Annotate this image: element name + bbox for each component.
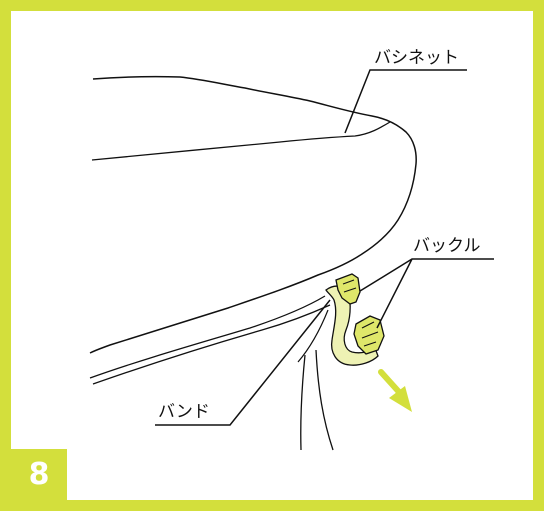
step-number-badge: 8 <box>11 449 67 500</box>
band-leader-line <box>155 299 331 426</box>
bassinet-rim-line <box>91 121 391 161</box>
bassinet-base-line-2 <box>92 304 331 385</box>
buckle-upper <box>335 273 361 305</box>
bassinet-body <box>89 75 417 354</box>
label-buckle: バックル <box>413 236 481 256</box>
stand-line-2 <box>315 349 334 451</box>
stand-inner-line <box>297 309 329 363</box>
buckle-lower-detail <box>361 321 379 347</box>
bassinet-base-line <box>89 295 326 379</box>
buckle-upper-detail <box>342 279 357 293</box>
label-band: バンド <box>158 402 210 422</box>
bassinet-leader-line <box>344 69 467 134</box>
label-bassinet: バシネット <box>374 48 459 68</box>
buckle-leader-line <box>359 258 494 329</box>
stand-line <box>300 354 306 451</box>
arrow-down-right-icon <box>378 369 412 412</box>
